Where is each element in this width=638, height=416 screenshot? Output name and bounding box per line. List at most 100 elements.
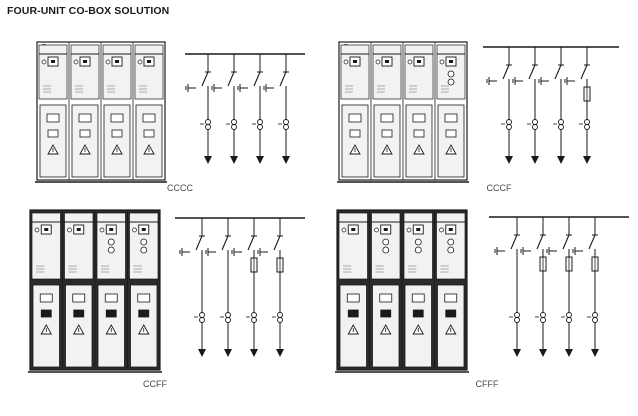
unit-badge bbox=[47, 129, 59, 138]
load-break-switch bbox=[588, 234, 596, 250]
current-transformer bbox=[283, 124, 289, 130]
fuse-indicator bbox=[447, 238, 455, 246]
unit-switch-handle bbox=[109, 228, 114, 231]
current-transformer bbox=[584, 119, 590, 125]
current-transformer bbox=[199, 312, 205, 318]
unit-badge bbox=[105, 309, 117, 318]
current-transformer bbox=[506, 124, 512, 130]
single-line-diagram bbox=[185, 53, 305, 164]
outgoing-feeder-arrow bbox=[256, 156, 264, 164]
outgoing-feeder-arrow bbox=[583, 156, 591, 164]
variant-cccc: CCCC bbox=[0, 25, 319, 230]
outgoing-feeder-arrow bbox=[513, 349, 521, 357]
unit-viewing-window bbox=[78, 113, 92, 123]
current-transformer bbox=[532, 119, 538, 125]
unit-operating-dot bbox=[341, 227, 347, 233]
fuse-indicator bbox=[382, 246, 390, 254]
load-break-switch bbox=[510, 234, 518, 250]
fuse-indicator bbox=[414, 238, 422, 246]
unit-badge bbox=[381, 129, 393, 138]
current-transformer bbox=[540, 317, 546, 323]
current-transformer bbox=[257, 119, 263, 125]
current-transformer bbox=[584, 124, 590, 130]
unit-viewing-window bbox=[72, 293, 86, 303]
load-break-switch bbox=[195, 235, 203, 251]
load-break-switch bbox=[580, 64, 588, 80]
switchgear-cabinet bbox=[35, 41, 167, 183]
unit-badge bbox=[73, 309, 85, 318]
unit-badge bbox=[138, 309, 150, 318]
unit-operating-dot bbox=[406, 227, 412, 233]
unit-operating-dot bbox=[439, 59, 445, 65]
unit-upper-panel bbox=[371, 212, 401, 280]
unit-upper-panel bbox=[338, 212, 368, 280]
current-transformer bbox=[225, 312, 231, 318]
current-transformer bbox=[558, 124, 564, 130]
unit-badge bbox=[347, 309, 359, 318]
switchgear-cabinet bbox=[28, 209, 162, 373]
current-transformer bbox=[277, 312, 283, 318]
load-break-switch bbox=[562, 234, 570, 250]
variant-caption: CFFF bbox=[475, 379, 499, 389]
variant-caption: CCFF bbox=[143, 379, 167, 389]
load-break-switch bbox=[502, 64, 510, 80]
page-title: FOUR-UNIT CO-BOX SOLUTION bbox=[7, 5, 170, 17]
load-break-switch bbox=[247, 235, 255, 251]
unit-badge bbox=[380, 309, 392, 318]
unit-viewing-window bbox=[379, 293, 393, 303]
unit-operating-dot bbox=[73, 59, 79, 65]
fuse-indicator bbox=[107, 246, 115, 254]
current-transformer bbox=[558, 119, 564, 125]
unit-badge bbox=[143, 129, 155, 138]
unit-switch-handle bbox=[417, 60, 421, 63]
unit-switch-handle bbox=[448, 228, 453, 231]
current-transformer bbox=[283, 119, 289, 125]
unit-switch-handle bbox=[385, 60, 389, 63]
current-transformer bbox=[532, 124, 538, 130]
unit-viewing-window bbox=[104, 293, 118, 303]
fuse-indicator bbox=[107, 238, 115, 246]
unit-switch-handle bbox=[383, 228, 388, 231]
unit-viewing-window bbox=[348, 113, 362, 123]
unit-switch-handle bbox=[147, 60, 151, 63]
unit-switch-handle bbox=[44, 228, 49, 231]
current-transformer bbox=[514, 317, 520, 323]
fuse-indicator bbox=[447, 70, 455, 78]
load-break-switch bbox=[227, 71, 235, 87]
unit-upper-panel bbox=[403, 212, 433, 280]
unit-viewing-window bbox=[444, 113, 458, 123]
unit-badge bbox=[413, 129, 425, 138]
current-transformer bbox=[540, 312, 546, 318]
single-line-diagram bbox=[175, 217, 305, 357]
unit-switch-handle bbox=[115, 60, 119, 63]
unit-operating-dot bbox=[374, 227, 379, 233]
unit-switch-handle bbox=[141, 228, 146, 231]
current-transformer bbox=[566, 312, 572, 318]
outgoing-feeder-arrow bbox=[250, 349, 258, 357]
current-transformer bbox=[251, 317, 257, 323]
unit-badge bbox=[79, 129, 91, 138]
load-break-switch bbox=[554, 64, 562, 80]
unit-viewing-window bbox=[39, 293, 53, 303]
unit-badge bbox=[412, 309, 424, 318]
variant-caption: CCCF bbox=[486, 183, 512, 193]
unit-switch-handle bbox=[353, 60, 357, 63]
unit-viewing-window bbox=[411, 293, 425, 303]
unit-viewing-window bbox=[137, 293, 151, 303]
outgoing-feeder-arrow bbox=[276, 349, 284, 357]
load-break-switch bbox=[279, 71, 287, 87]
fuse-indicator bbox=[140, 238, 148, 246]
outgoing-feeder-arrow bbox=[282, 156, 290, 164]
variant-cfff: CFFF bbox=[319, 205, 638, 410]
current-transformer bbox=[257, 124, 263, 130]
single-line-diagram bbox=[489, 216, 629, 357]
load-break-switch bbox=[536, 234, 544, 250]
single-line-diagram bbox=[483, 46, 619, 164]
outgoing-feeder-arrow bbox=[565, 349, 573, 357]
outgoing-feeder-arrow bbox=[198, 349, 206, 357]
unit-upper-panel bbox=[96, 212, 126, 280]
unit-switch-handle bbox=[416, 228, 421, 231]
unit-operating-dot bbox=[343, 59, 349, 65]
variant-caption: CCCC bbox=[167, 183, 193, 193]
fuse-indicator bbox=[414, 246, 422, 254]
